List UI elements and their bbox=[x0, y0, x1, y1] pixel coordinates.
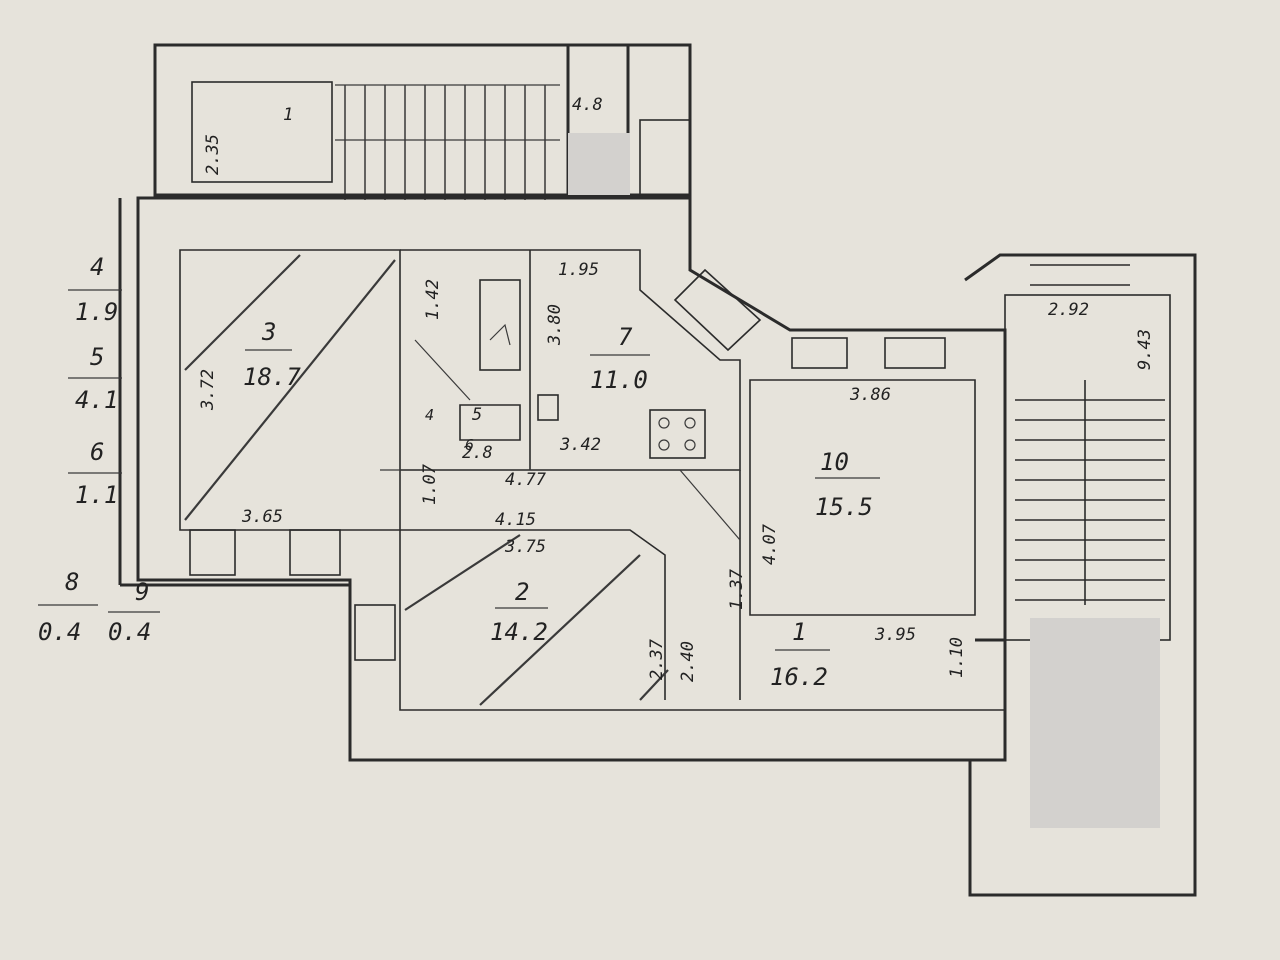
svg-text:4.15: 4.15 bbox=[495, 510, 536, 530]
room-hatching bbox=[184, 254, 741, 706]
top-stair-block bbox=[153, 43, 692, 200]
svg-text:0.4: 0.4 bbox=[38, 618, 81, 646]
svg-text:3: 3 bbox=[261, 318, 276, 346]
redaction-block bbox=[568, 133, 630, 195]
svg-text:6: 6 bbox=[465, 436, 474, 454]
svg-text:3.86: 3.86 bbox=[849, 385, 891, 405]
svg-text:1.9: 1.9 bbox=[75, 298, 118, 326]
svg-text:9.43: 9.43 bbox=[1135, 329, 1155, 370]
right-stair-treads bbox=[1015, 264, 1165, 601]
svg-text:3.95: 3.95 bbox=[874, 625, 916, 645]
top-stair-treads bbox=[335, 84, 560, 200]
right-stair-block bbox=[964, 253, 1197, 897]
svg-text:2.40: 2.40 bbox=[678, 641, 698, 682]
svg-text:2.8: 2.8 bbox=[462, 443, 493, 463]
svg-text:5: 5 bbox=[90, 343, 104, 371]
svg-text:6: 6 bbox=[90, 438, 104, 466]
svg-text:3.80: 3.80 bbox=[545, 304, 565, 346]
svg-text:11.0: 11.0 bbox=[590, 366, 648, 394]
svg-text:9: 9 bbox=[135, 578, 149, 606]
svg-text:16.2: 16.2 bbox=[770, 663, 828, 691]
svg-text:1: 1 bbox=[792, 618, 806, 646]
redaction-block bbox=[1030, 618, 1160, 828]
svg-text:1.1: 1.1 bbox=[75, 481, 118, 509]
svg-text:0.4: 0.4 bbox=[108, 618, 151, 646]
svg-text:1.95: 1.95 bbox=[558, 260, 599, 280]
svg-text:18.7: 18.7 bbox=[243, 363, 301, 391]
sink-icon bbox=[537, 394, 559, 421]
room-label-2: 2 14.2 bbox=[490, 578, 548, 646]
svg-text:4: 4 bbox=[90, 253, 104, 281]
area-legend: 4 1.9 5 4.1 6 1.1 8 0.4 9 0.4 bbox=[38, 253, 160, 646]
svg-text:15.5: 15.5 bbox=[815, 493, 873, 521]
stove-icon bbox=[649, 409, 706, 459]
svg-text:4.1: 4.1 bbox=[75, 386, 118, 414]
room-label-10: 10 15.5 bbox=[815, 448, 880, 521]
svg-text:7: 7 bbox=[618, 323, 633, 351]
svg-text:14.2: 14.2 bbox=[490, 618, 548, 646]
svg-text:2.37: 2.37 bbox=[647, 638, 667, 680]
svg-text:1: 1 bbox=[283, 105, 293, 125]
room-label-7: 7 11.0 bbox=[590, 323, 650, 394]
svg-text:2: 2 bbox=[515, 578, 529, 606]
svg-text:3.42: 3.42 bbox=[559, 435, 601, 455]
svg-text:3.75: 3.75 bbox=[504, 537, 546, 557]
svg-text:1.42: 1.42 bbox=[423, 279, 443, 320]
room-label-3: 3 18.7 bbox=[243, 318, 301, 391]
svg-text:8: 8 bbox=[65, 568, 79, 596]
svg-text:1.10: 1.10 bbox=[947, 637, 967, 678]
dimension-labels: 2.35 1 4.8 1.95 3.80 1.42 4 6 3.42 4.77 … bbox=[198, 95, 1155, 682]
svg-text:3.72: 3.72 bbox=[198, 369, 218, 411]
svg-text:5: 5 bbox=[472, 405, 482, 425]
svg-text:2.92: 2.92 bbox=[1048, 300, 1089, 320]
svg-text:4: 4 bbox=[425, 406, 434, 424]
svg-text:4.8: 4.8 bbox=[572, 95, 603, 115]
room-label-1: 1 16.2 bbox=[770, 618, 830, 691]
svg-text:10: 10 bbox=[820, 448, 849, 476]
svg-text:3.65: 3.65 bbox=[241, 507, 283, 527]
svg-text:1.37: 1.37 bbox=[727, 568, 747, 610]
svg-text:1.07: 1.07 bbox=[420, 463, 440, 505]
room-label-5: 5 2.8 bbox=[462, 405, 493, 463]
svg-text:4.07: 4.07 bbox=[760, 523, 780, 565]
apartment-walls bbox=[118, 196, 1007, 762]
svg-text:4.77: 4.77 bbox=[505, 470, 547, 490]
svg-text:2.35: 2.35 bbox=[203, 134, 223, 175]
